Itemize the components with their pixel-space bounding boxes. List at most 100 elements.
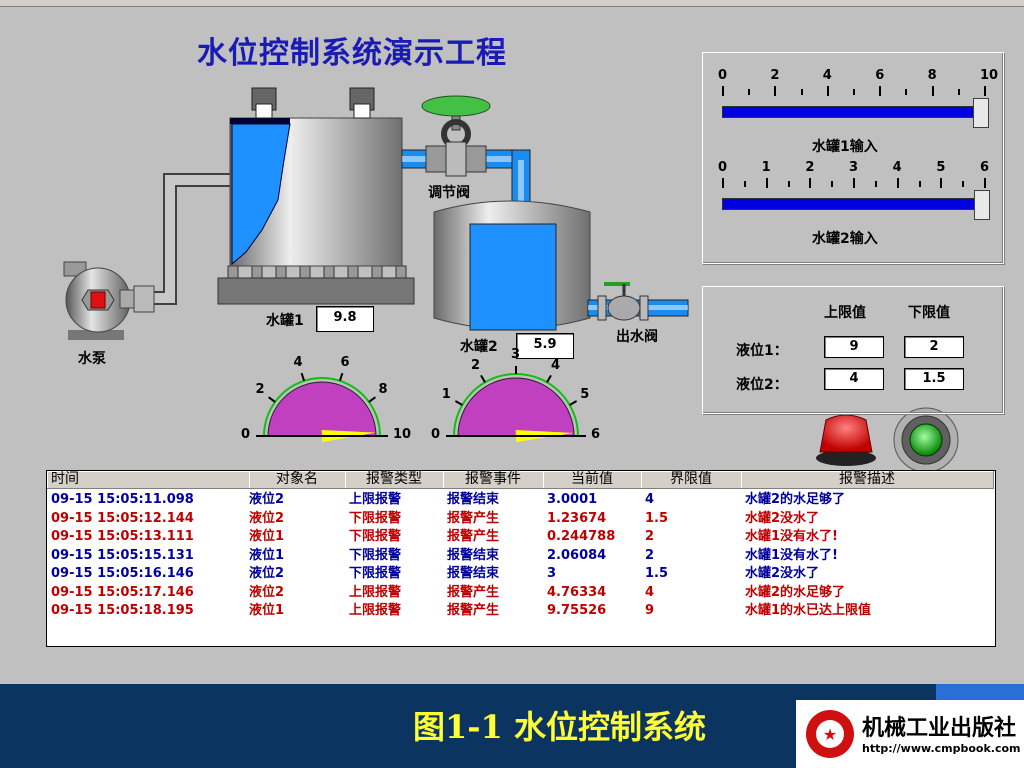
col-header-desc[interactable]: 报警描述 (741, 471, 994, 489)
gauge-tick (480, 374, 486, 383)
lower-limit-header: 下限值 (908, 305, 950, 321)
gauge-tick-label: 2 (255, 382, 265, 398)
svg-text:★: ★ (823, 725, 837, 744)
cell-type: 下限报警 (349, 510, 402, 526)
cell-time: 09-15 15:05:11.098 (51, 492, 194, 507)
cell-current: 0.244788 (547, 529, 616, 544)
slider-tick (984, 86, 986, 96)
input-slider-panel (702, 52, 1004, 264)
level1-lower-field[interactable]: 2 (904, 336, 964, 358)
alarm-table[interactable]: 时间 对象名 报警类型 报警事件 当前值 界限值 报警描述 09-15 15:0… (46, 470, 996, 647)
col-header-limit[interactable]: 界限值 (641, 471, 742, 489)
cell-time: 09-15 15:05:18.195 (51, 603, 194, 618)
cell-object: 液位2 (249, 584, 285, 600)
pump[interactable] (63, 261, 155, 340)
level2-label: 液位2： (736, 377, 788, 393)
gauge-tick (338, 372, 344, 382)
cell-limit: 2 (645, 547, 655, 563)
cell-limit: 4 (645, 584, 655, 600)
gauge-tick-label: 0 (431, 427, 441, 442)
slider-tick-label: 4 (822, 68, 832, 83)
gauge-tick-label: 1 (441, 387, 451, 402)
cell-limit: 1.5 (645, 510, 669, 526)
gauge-tick (268, 396, 276, 403)
slider-track[interactable] (722, 106, 981, 118)
col-header-current[interactable]: 当前值 (543, 471, 642, 489)
gauge-tick-label: 6 (340, 354, 350, 370)
col-header-time[interactable]: 时间 (47, 471, 250, 489)
pump-pipe (150, 173, 232, 305)
cell-limit: 2 (645, 529, 655, 544)
cell-object: 液位1 (249, 529, 285, 544)
cell-current: 3 (547, 566, 557, 581)
slider-tick (809, 178, 812, 188)
alarm-table-header: 时间 对象名 报警类型 报警事件 当前值 界限值 报警描述 (47, 471, 995, 489)
footer-accent (936, 684, 1024, 700)
cell-limit: 9 (645, 603, 655, 618)
col-header-event[interactable]: 报警事件 (443, 471, 544, 489)
slider-thumb[interactable] (972, 98, 989, 128)
control-valve-label: 调节阀 (428, 185, 470, 201)
gauge-tick-label: 5 (580, 387, 590, 402)
level1-label: 液位1： (736, 343, 788, 359)
slider-tick-label: 4 (892, 160, 902, 175)
cell-event: 报警产生 (447, 584, 500, 600)
slider-tick-label: 5 (936, 160, 946, 175)
outlet-valve[interactable] (587, 282, 689, 321)
tank2-value: 5.9 (516, 333, 574, 359)
cell-current: 1.23674 (547, 510, 607, 526)
gauge-tick (454, 400, 463, 406)
tank1-value: 9.8 (316, 306, 374, 332)
slider-label: 水罐1输入 (812, 139, 878, 155)
slider-tick-label: 0 (718, 68, 728, 83)
gauge-tick-label: 4 (293, 354, 303, 370)
limits-panel (702, 286, 1004, 414)
publisher-logo: ★ 机械工业出版社 http://www.cmpbook.com (796, 700, 1024, 768)
cell-object: 液位1 (249, 603, 285, 618)
level2-upper-field[interactable]: 4 (824, 368, 884, 390)
slider-tick-label: 10 (980, 68, 999, 83)
slider-tick (853, 178, 855, 188)
col-header-object[interactable]: 对象名 (249, 471, 346, 489)
slider-tick (800, 89, 803, 95)
cell-object: 液位2 (249, 492, 285, 507)
control-valve[interactable] (421, 95, 491, 177)
slider-tick (831, 181, 834, 187)
slider-tick (722, 178, 724, 188)
slider-label: 水罐2输入 (812, 231, 878, 247)
slider-track[interactable] (722, 198, 982, 210)
slider-tick-label: 1 (761, 160, 771, 175)
process-diagram (63, 87, 959, 473)
cell-limit: 4 (645, 492, 655, 507)
gauge-tick-label: 6 (591, 427, 601, 442)
menu-bar[interactable] (0, 0, 1024, 6)
gauge-tick-label: 8 (378, 382, 388, 398)
tank1 (217, 87, 415, 305)
gauge-tick-label: 10 (393, 427, 412, 442)
gauge-tick-label: 3 (511, 347, 521, 362)
slider-tick-label: 6 (980, 160, 990, 175)
slider-tick-label: 8 (927, 68, 937, 83)
publisher-url[interactable]: http://www.cmpbook.com (862, 742, 1021, 755)
slider-thumb[interactable] (973, 190, 990, 220)
cell-current: 3.0001 (547, 492, 598, 507)
cell-desc: 水罐2的水足够了 (745, 492, 846, 507)
cell-current: 9.75526 (547, 603, 607, 618)
outlet-valve-label: 出水阀 (616, 329, 658, 345)
col-header-type[interactable]: 报警类型 (345, 471, 444, 489)
level2-lower-field[interactable]: 1.5 (904, 368, 964, 390)
level1-upper-field[interactable]: 9 (824, 336, 884, 358)
slider-tick (743, 181, 746, 187)
slider-tick (984, 178, 986, 188)
slider-tick (853, 89, 855, 95)
slider-tick (918, 181, 921, 187)
slider-tick-label: 2 (770, 68, 780, 83)
cell-type: 上限报警 (349, 492, 402, 507)
